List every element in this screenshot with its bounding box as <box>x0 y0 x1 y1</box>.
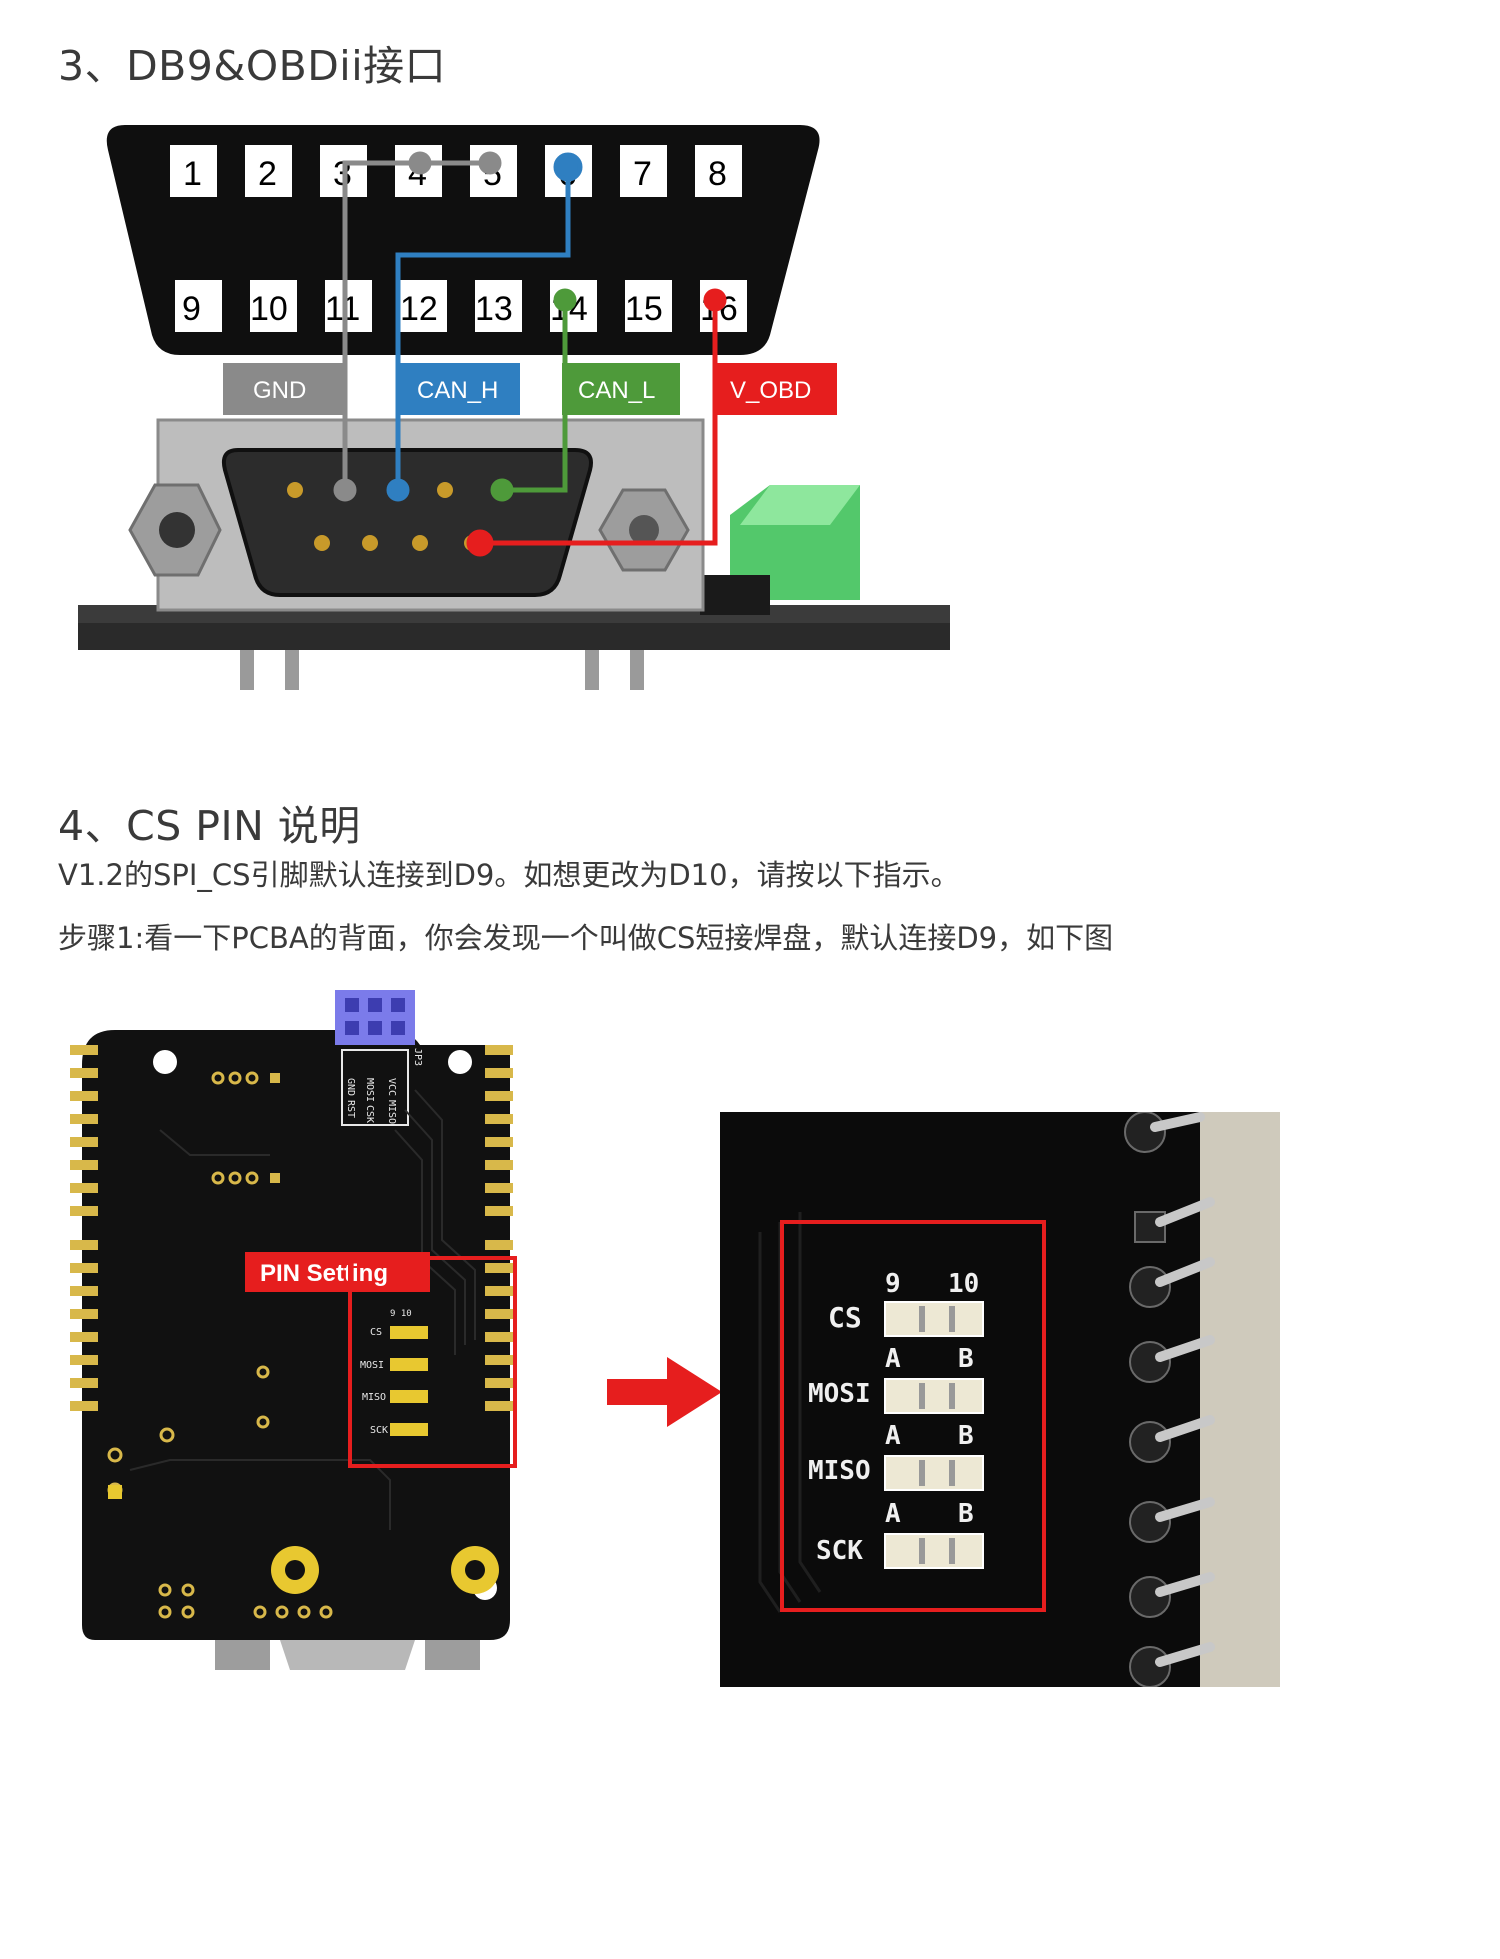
step1-instruction: 步骤1:看一下PCBA的背面，你会发现一个叫做CS短接焊盘，默认连接D9，如下图 <box>58 921 1114 955</box>
svg-text:A: A <box>885 1421 901 1451</box>
can-h-wire <box>386 152 583 502</box>
svg-text:PIN Setting: PIN Setting <box>260 1260 388 1287</box>
obd-pin-10: 10 <box>250 290 288 328</box>
svg-text:MOSI: MOSI <box>364 1078 375 1102</box>
icsp-header: VCC MISO MOSI CSK GND RST JP3 <box>335 990 423 1126</box>
svg-text:B: B <box>958 1344 974 1374</box>
mosi-pad-label: MOSI <box>808 1379 871 1409</box>
gnd-label: GND <box>223 363 345 415</box>
cs-pin-description: V1.2的SPI_CS引脚默认连接到D9。如想更改为D10，请按以下指示。 <box>58 858 960 892</box>
sck-pad <box>884 1533 984 1569</box>
can-h-label: CAN_H <box>400 363 520 415</box>
cs-col-10: 10 <box>948 1269 979 1299</box>
v-obd-label: V_OBD <box>715 363 837 415</box>
svg-text:RST: RST <box>345 1100 356 1118</box>
mini-pads: 9 10 CS MOSI MISO SCK <box>360 1309 428 1436</box>
miso-pad-label: MISO <box>808 1456 871 1486</box>
obd-pin-8: 8 <box>708 155 727 193</box>
svg-text:V_OBD: V_OBD <box>730 377 811 404</box>
obd-pin-12: 12 <box>400 290 438 328</box>
svg-text:MOSI: MOSI <box>360 1360 384 1371</box>
svg-text:A: A <box>885 1499 901 1529</box>
obd-pin-9: 9 <box>182 290 201 328</box>
pin-tabs <box>180 197 738 280</box>
svg-text:MISO: MISO <box>362 1392 386 1403</box>
svg-text:CSK: CSK <box>364 1105 375 1123</box>
miso-pad <box>884 1455 984 1491</box>
section3-title: 3、DB9&OBDii接口 <box>58 42 447 90</box>
pad-highlight-box <box>780 1220 1046 1612</box>
svg-text:B: B <box>958 1421 974 1451</box>
svg-text:9 10: 9 10 <box>390 1309 412 1319</box>
svg-text:GND: GND <box>345 1078 356 1096</box>
section4-title: 4、CS PIN 说明 <box>58 802 361 850</box>
can-l-label: CAN_L <box>562 363 680 415</box>
obd-pin-1: 1 <box>183 155 202 193</box>
obd-pin-13: 13 <box>475 290 513 328</box>
left-header-pins <box>70 1045 98 1411</box>
obd-pin-15: 15 <box>625 290 663 328</box>
svg-text:A: A <box>885 1344 901 1374</box>
cs-col-9: 9 <box>885 1269 901 1299</box>
svg-text:SCK: SCK <box>370 1425 388 1436</box>
right-header-pins <box>485 1045 513 1411</box>
svg-text:CAN_L: CAN_L <box>578 377 655 404</box>
obd-db9-diagram: 1 2 3 4 5 6 7 8 9 10 11 12 13 14 15 16 <box>78 125 950 690</box>
cs-pad-closeup-photo: 9 10 CS A B MOSI A B MISO A B SCK <box>720 1112 1280 1687</box>
sck-pad-label: SCK <box>816 1536 863 1566</box>
obd-pin-2: 2 <box>258 155 277 193</box>
mosi-pad <box>884 1378 984 1414</box>
arrow-icon <box>607 1357 722 1427</box>
cs-pad-label: CS <box>828 1301 862 1334</box>
obd-pin-7: 7 <box>633 155 652 193</box>
pin-setting-highlight <box>348 1256 517 1468</box>
svg-text:MISO: MISO <box>386 1100 397 1124</box>
svg-text:CAN_H: CAN_H <box>417 377 498 404</box>
pcb-back-diagram: VCC MISO MOSI CSK GND RST JP3 PIN Settin… <box>70 990 517 1670</box>
svg-text:VCC: VCC <box>386 1078 397 1096</box>
svg-text:GND: GND <box>253 377 306 404</box>
svg-text:B: B <box>958 1499 974 1529</box>
svg-text:CS: CS <box>370 1327 382 1338</box>
svg-text:JP3: JP3 <box>412 1048 423 1066</box>
cs-pad <box>884 1301 984 1337</box>
